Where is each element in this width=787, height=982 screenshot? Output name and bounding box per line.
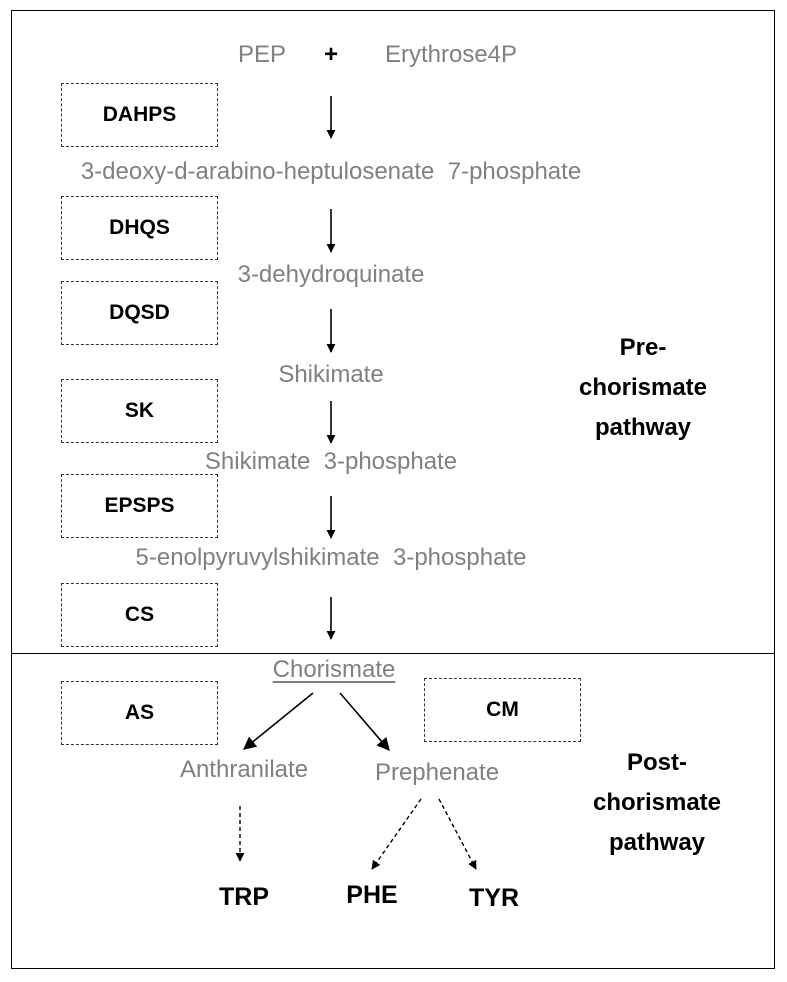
product-phe: PHE [346, 881, 398, 909]
metabolite-prephenate: Prephenate [374, 759, 500, 786]
section-label-post-line2: pathway [608, 829, 706, 856]
section-divider [11, 653, 775, 654]
metabolite-epsp: 5-enolpyruvylshikimate 3-phosphate [135, 544, 527, 571]
arrow-tyr [438, 798, 477, 870]
product-trp: TRP [219, 883, 269, 911]
metabolite-3-dehydroquinate: 3-dehydroquinate [237, 261, 425, 288]
metabolite-dahp: 3-deoxy-d-arabino-heptulosenate 7-phosph… [80, 158, 582, 185]
enzyme-box-dahps: DAHPS [61, 83, 218, 147]
diagram-frame [11, 10, 775, 969]
section-label-pre-chorismate: Pre-chorismate pathway [571, 328, 715, 448]
arrow-as [242, 692, 314, 750]
enzyme-box-dhqs: DHQS [61, 196, 218, 260]
arrow-cm [339, 692, 390, 751]
arrow-phe [371, 798, 422, 870]
metabolite-pep: PEP [237, 41, 287, 68]
enzyme-box-epsps: EPSPS [61, 474, 218, 538]
plus-sign: + [323, 41, 339, 68]
section-label-pre-line1: Pre-chorismate [578, 334, 708, 401]
metabolite-erythrose4p: Erythrose4P [384, 41, 518, 68]
enzyme-box-cm: CM [424, 678, 581, 742]
product-tyr: TYR [469, 884, 519, 912]
section-label-post-line1: Post-chorismate [592, 749, 722, 816]
metabolite-shikimate-3-phosphate: Shikimate 3-phosphate [204, 448, 458, 475]
metabolite-shikimate: Shikimate [278, 361, 384, 388]
enzyme-box-as: AS [61, 681, 218, 745]
enzyme-box-sk: SK [61, 379, 218, 443]
metabolite-chorismate: Chorismate [272, 656, 396, 683]
enzyme-box-cs: CS [61, 583, 218, 647]
enzyme-box-dqsd: DQSD [61, 281, 218, 345]
metabolite-anthranilate: Anthranilate [179, 756, 309, 783]
section-label-post-chorismate: Post-chorismate pathway [592, 743, 722, 863]
section-label-pre-line2: pathway [594, 414, 692, 441]
